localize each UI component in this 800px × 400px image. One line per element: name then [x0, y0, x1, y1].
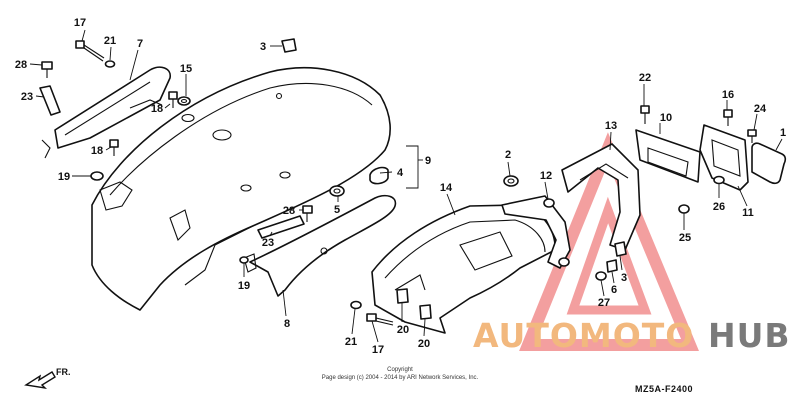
callout-20-a: 20 [397, 324, 409, 336]
rear-fender[interactable] [91, 67, 391, 311]
callout-21-bottom: 21 [345, 336, 357, 348]
screw-24[interactable] [747, 129, 757, 143]
pin-23-middle[interactable] [257, 215, 305, 239]
collar-6[interactable] [606, 259, 618, 273]
callout-17-top: 17 [74, 17, 86, 29]
callout-26: 26 [713, 201, 725, 213]
license-bracket-13[interactable] [561, 143, 641, 251]
callout-15: 15 [180, 63, 192, 75]
callout-2: 2 [505, 149, 511, 161]
nut-19-left[interactable] [90, 171, 104, 181]
collar-20-b[interactable] [419, 304, 432, 320]
callout-19-lower: 19 [238, 280, 250, 292]
callout-24: 24 [754, 103, 767, 115]
bracket-12[interactable] [501, 195, 571, 269]
callout-3-right: 3 [621, 272, 627, 284]
bolt-22[interactable] [640, 105, 650, 124]
callout-14: 14 [440, 182, 453, 194]
grommet-5[interactable] [329, 185, 345, 197]
bolt-16[interactable] [723, 109, 733, 126]
callout-1: 1 [780, 127, 786, 139]
reflector-4[interactable] [369, 166, 389, 185]
nut-25[interactable] [678, 204, 690, 214]
license-light-10[interactable] [635, 129, 701, 183]
front-direction-arrow-icon: FR. [24, 367, 71, 390]
screw-28-middle[interactable] [302, 205, 313, 222]
washer-21-top[interactable] [104, 60, 116, 68]
grommet-15[interactable] [177, 96, 191, 106]
callouts: 17 21 7 28 23 3 15 18 18 19 9 4 5 28 23 … [15, 17, 786, 356]
callout-21-top: 21 [104, 35, 116, 47]
nut-26[interactable] [713, 175, 725, 185]
callout-16: 16 [722, 89, 734, 101]
callout-28-left: 28 [15, 59, 27, 71]
callout-6: 6 [611, 284, 617, 296]
callout-20-b: 20 [418, 338, 430, 350]
washer-21-bottom[interactable] [350, 300, 362, 310]
direction-label: FR. [56, 367, 71, 377]
bolt-18-lower[interactable] [109, 139, 119, 156]
bolt-17-top[interactable] [75, 40, 105, 62]
copyright-line1: Copyright [387, 367, 413, 373]
collar-20-a[interactable] [396, 288, 409, 304]
callout-13: 13 [605, 120, 617, 132]
nut-19-lower[interactable] [239, 256, 249, 264]
callout-18-lower: 18 [91, 145, 103, 157]
watermark-part1: AUTOMOTO [473, 316, 694, 355]
grommet-27[interactable] [595, 271, 607, 281]
grommet-2[interactable] [503, 175, 519, 187]
watermark-text: AUTOMOTO HUB [473, 316, 791, 355]
callout-4: 4 [397, 167, 404, 179]
callout-23-left: 23 [21, 91, 33, 103]
callout-23-middle: 23 [262, 237, 274, 249]
callout-28-middle: 28 [283, 205, 295, 217]
callout-25: 25 [679, 232, 691, 244]
callout-5: 5 [334, 204, 340, 216]
copyright-line2: Page design (c) 2004 - 2014 by ARI Netwo… [322, 375, 479, 381]
callout-9: 9 [425, 155, 431, 167]
pin-23-left[interactable] [39, 85, 61, 116]
cap-3-top[interactable] [281, 38, 297, 53]
callout-22: 22 [639, 72, 651, 84]
callout-10: 10 [660, 112, 672, 124]
callout-8: 8 [284, 318, 290, 330]
diagram-code: MZ5A-F2400 [635, 384, 693, 394]
inner-fender-14[interactable] [371, 204, 556, 334]
callout-7: 7 [137, 38, 143, 50]
callout-18-upper: 18 [151, 103, 163, 115]
screw-28-left[interactable] [41, 61, 53, 78]
watermark-part2: HUB [708, 316, 791, 355]
callout-3-top: 3 [260, 41, 266, 53]
lens-1[interactable] [751, 142, 787, 185]
bolt-17-bottom[interactable] [366, 313, 394, 326]
mudguard-strip-8[interactable] [243, 194, 397, 297]
collar-3-right[interactable] [614, 241, 627, 257]
leader-lines [29, 29, 783, 343]
side-plate-7[interactable] [41, 66, 171, 159]
callout-11: 11 [742, 207, 754, 219]
callout-17-bottom: 17 [372, 344, 384, 356]
callout-27: 27 [598, 297, 610, 309]
callout-19-left: 19 [58, 171, 70, 183]
callout-12: 12 [540, 170, 552, 182]
copyright-block: Copyright Page design (c) 2004 - 2014 by… [322, 367, 479, 381]
bolt-18-upper[interactable] [168, 91, 178, 108]
